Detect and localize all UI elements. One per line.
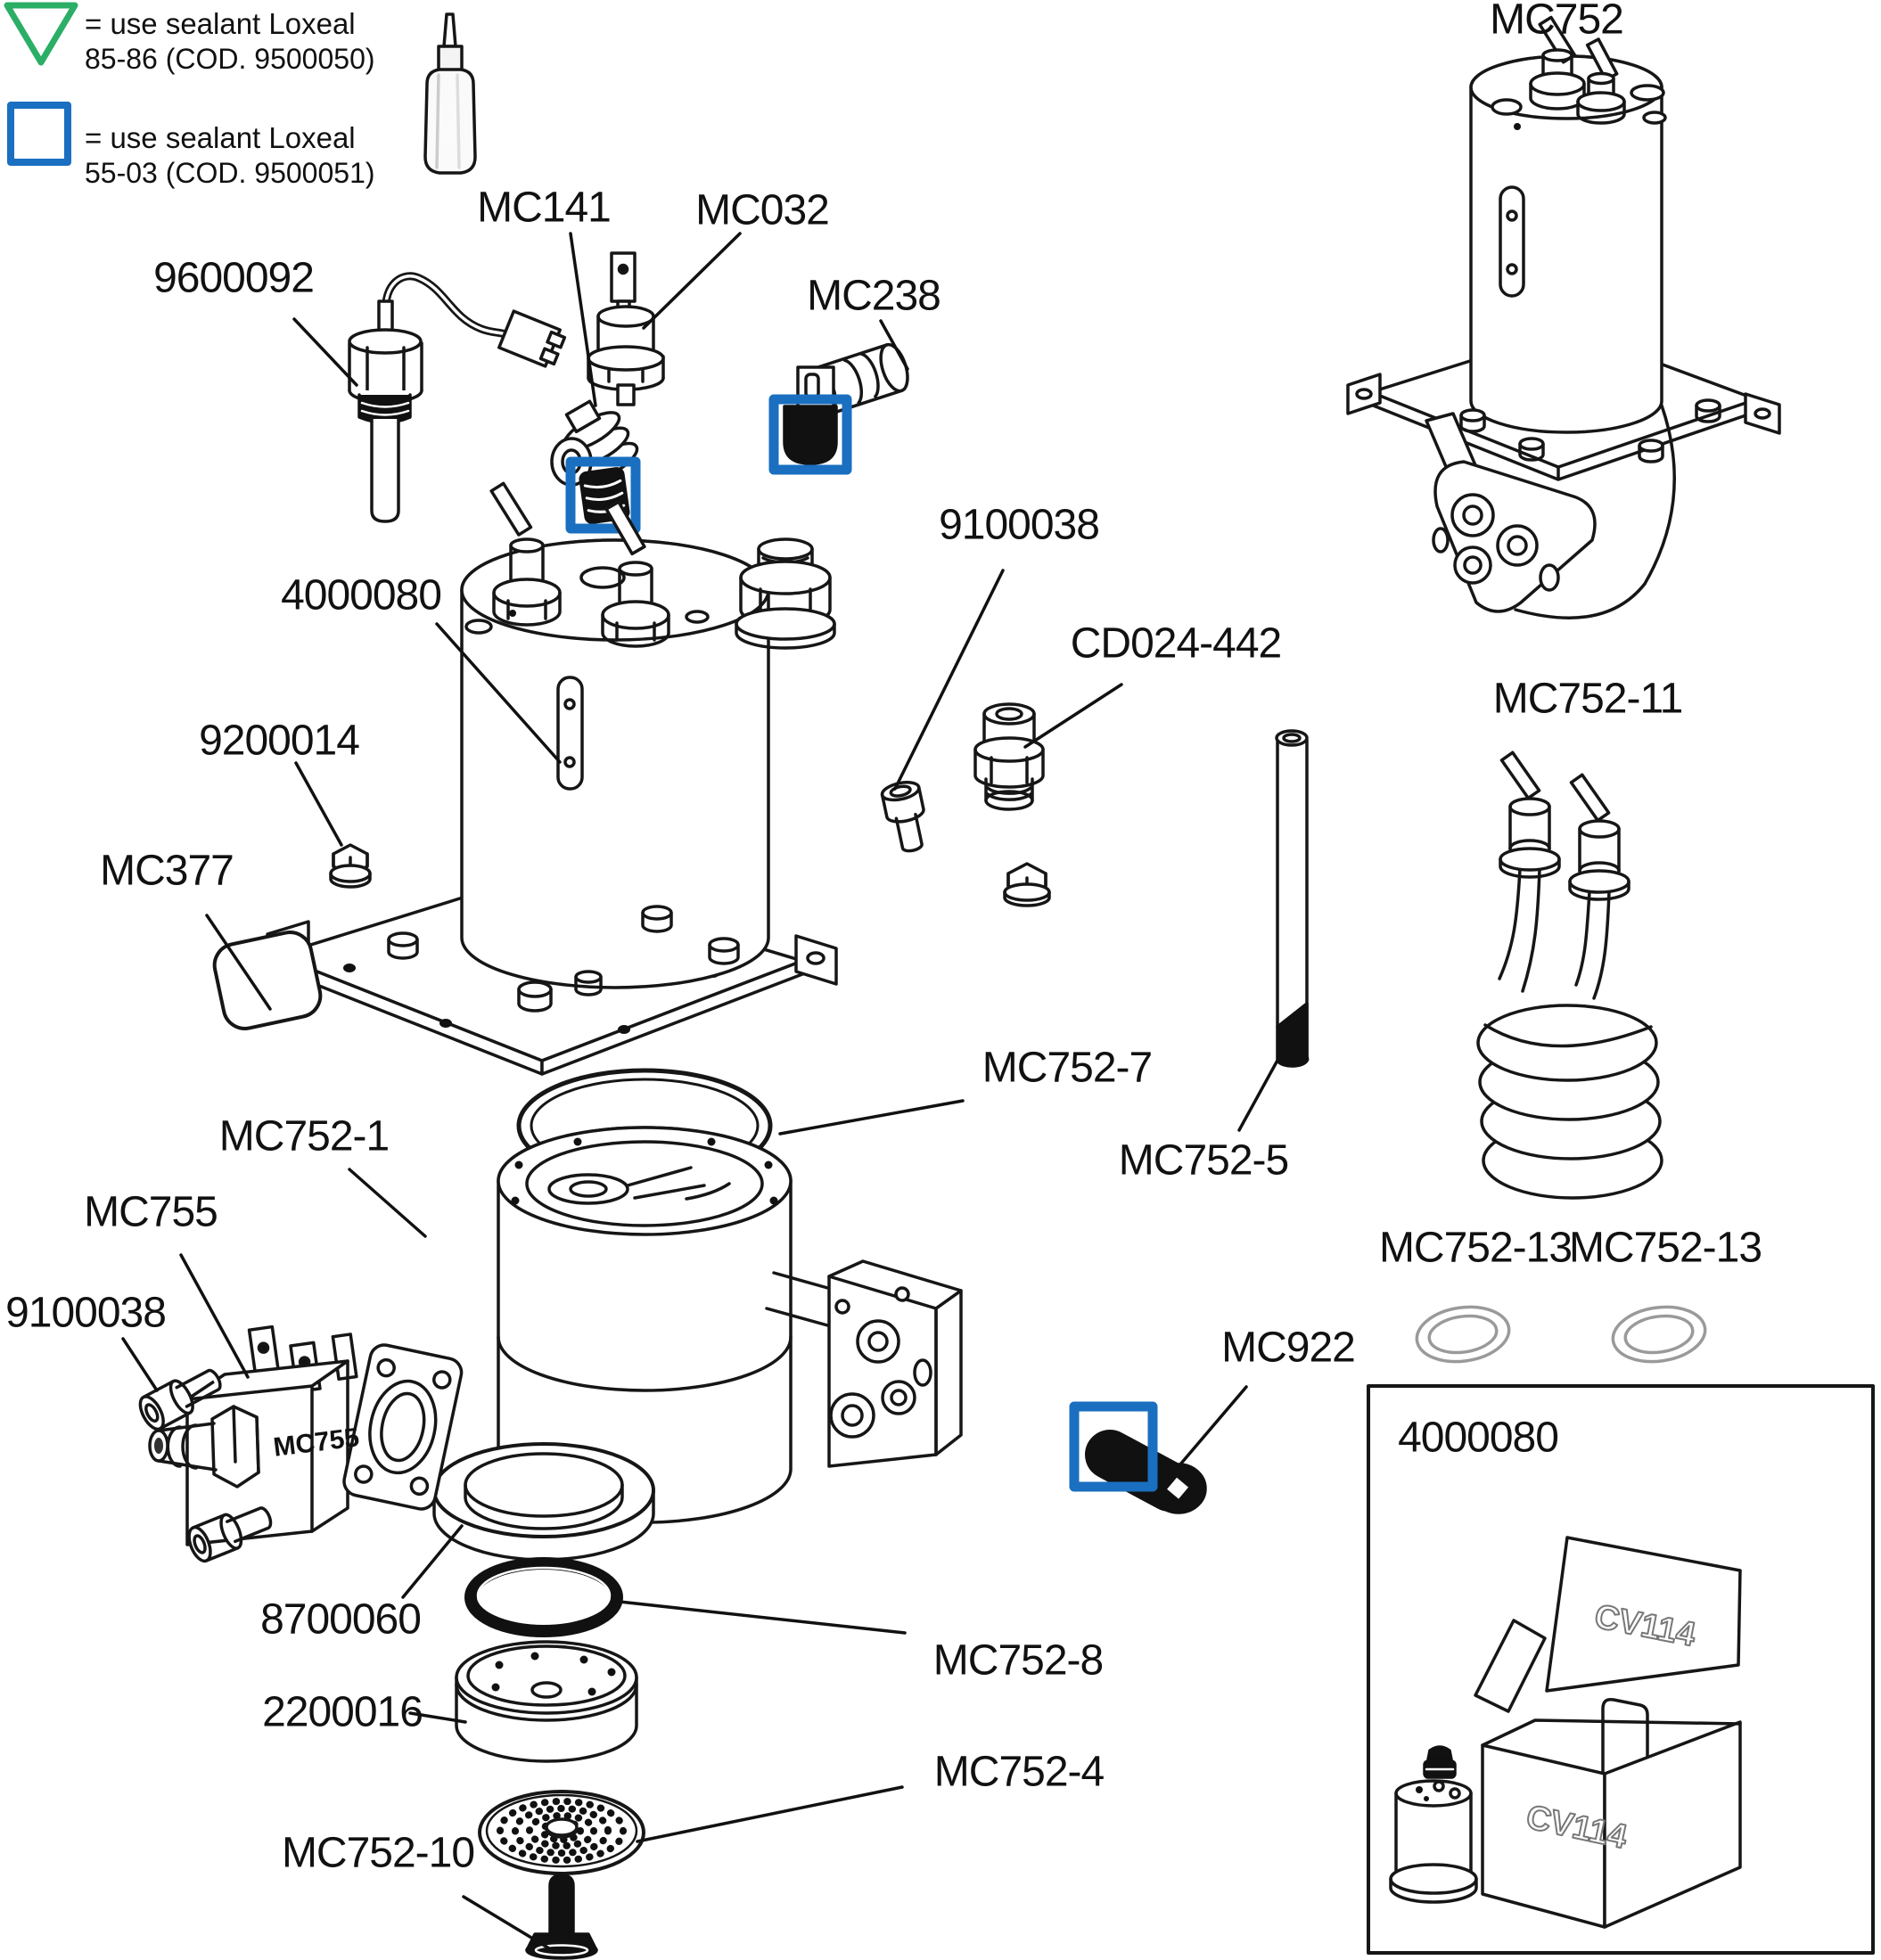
oring-mc752-8 [464, 1557, 623, 1637]
boiler-4000080 [460, 481, 836, 989]
plate-hardware [387, 905, 740, 1013]
solenoid-valve-mc755 [138, 1324, 464, 1563]
flange-nut-right [1003, 862, 1051, 907]
screw-mc752-10 [525, 1874, 598, 1960]
leader-lines [121, 232, 1296, 1950]
sealant-marker-mc238 [768, 394, 852, 475]
sealant-marker-mc922 [1069, 1401, 1158, 1492]
kit-cv114-carton [1474, 1536, 1742, 1929]
thermostat-mc032 [587, 251, 665, 406]
sealant-cap-mc238 [783, 405, 838, 465]
ring-8700060 [432, 1442, 655, 1562]
tube-mc752-5 [1275, 729, 1310, 1068]
base-body-mc752-1 [497, 1126, 963, 1524]
temp-sensor-9600092 [348, 272, 567, 523]
legend-square-icon [7, 102, 71, 166]
socket-bolt-9100038-top [880, 781, 925, 853]
sealant-marker-mc141 [565, 456, 641, 534]
assembled-unit-mc752 [1346, 15, 1781, 619]
oring-mc752-13-left [1415, 1305, 1511, 1364]
fitting-cd024-442 [973, 702, 1045, 811]
shower-screen-mc752-4 [478, 1790, 645, 1875]
heating-element-mc752-11 [1476, 750, 1663, 1200]
gasket-mc377 [212, 931, 323, 1030]
flange-nut-9200014 [329, 843, 372, 889]
disc-2200016 [455, 1640, 638, 1763]
kit-boiler-part [1389, 1745, 1478, 1904]
legend-triangle-icon [4, 2, 78, 66]
oring-mc752-13-right [1611, 1305, 1707, 1364]
kit-box-border [1367, 1384, 1875, 1955]
sealant-bottle-icon [423, 12, 477, 175]
